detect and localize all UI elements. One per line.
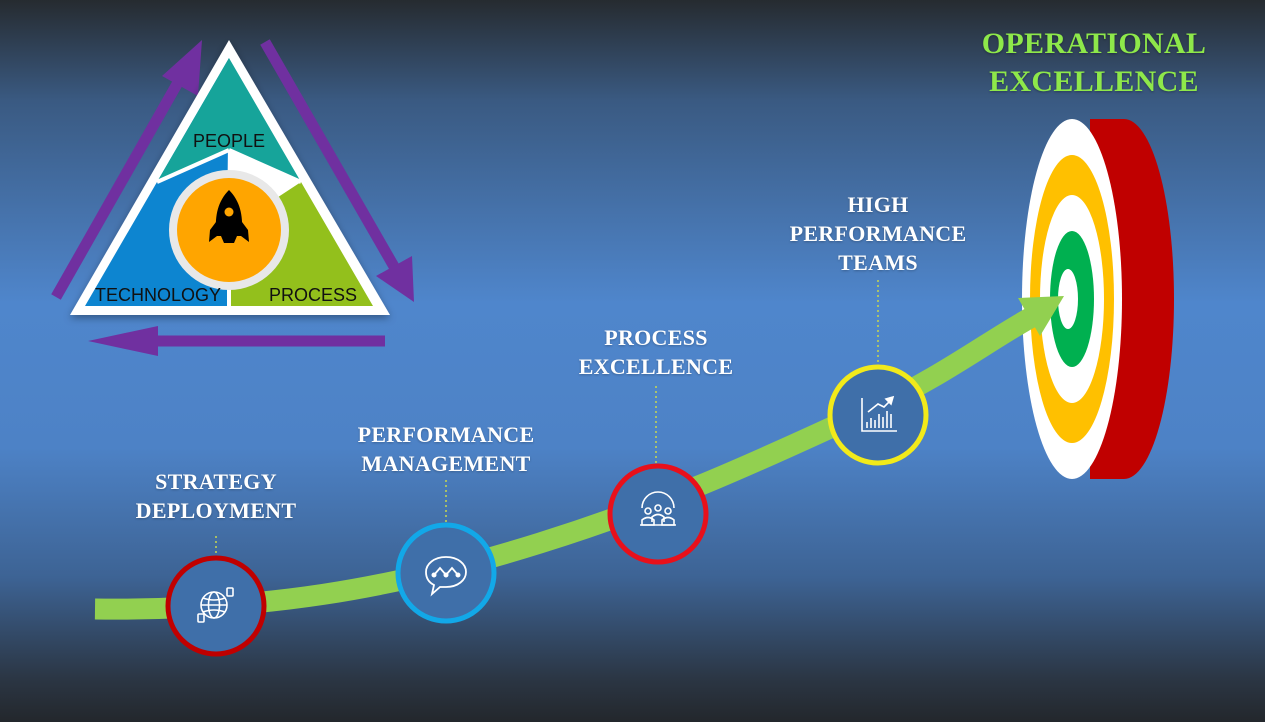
target-bullseye	[1022, 119, 1174, 479]
label-line: TEAMS	[838, 250, 918, 275]
people-segment	[157, 58, 301, 182]
label-line: EXCELLENCE	[578, 354, 734, 379]
cycle-arrows	[51, 39, 414, 356]
performance-management-label: PERFORMANCE MANAGEMENT	[326, 420, 566, 478]
milestone-high-performance-teams	[827, 364, 929, 466]
target-center	[1058, 269, 1078, 329]
milestone-strategy-deployment	[165, 555, 267, 657]
label-line: STRATEGY	[155, 469, 277, 494]
process-label: PROCESS	[269, 285, 357, 305]
label-line: HIGH	[847, 192, 909, 217]
people-label: PEOPLE	[193, 131, 265, 151]
arrow-down-right-icon	[260, 39, 414, 302]
team-icon	[640, 491, 676, 526]
label-line: DEPLOYMENT	[135, 498, 297, 523]
strategy-deployment-label: STRATEGY DEPLOYMENT	[106, 467, 326, 525]
arrow-left-icon	[88, 326, 385, 356]
title-line-2: EXCELLENCE	[989, 65, 1199, 98]
title-line-1: OPERATIONAL	[981, 27, 1207, 60]
milestone-performance-management	[395, 522, 497, 624]
rocket-icon	[209, 190, 249, 243]
milestone-process-excellence	[607, 463, 709, 565]
chat-bubble-icon	[425, 556, 467, 597]
high-performance-teams-label: HIGH PERFORMANCE TEAMS	[758, 190, 998, 277]
label-line: MANAGEMENT	[361, 451, 531, 476]
path-arrowhead	[1018, 296, 1064, 336]
label-line: PERFORMANCE	[789, 221, 967, 246]
milestone-ring	[165, 555, 267, 657]
label-line: PROCESS	[604, 325, 708, 350]
process-excellence-label: PROCESS EXCELLENCE	[546, 323, 766, 381]
operational-excellence-title: OPERATIONAL EXCELLENCE	[954, 25, 1234, 101]
arrow-up-left-icon	[51, 40, 202, 300]
technology-label: TECHNOLOGY	[95, 285, 221, 305]
milestone-ring	[827, 364, 929, 466]
leader-lines	[215, 280, 879, 557]
label-line: PERFORMANCE	[357, 422, 535, 447]
globe-icon	[197, 587, 234, 623]
growth-chart-icon	[861, 395, 897, 432]
